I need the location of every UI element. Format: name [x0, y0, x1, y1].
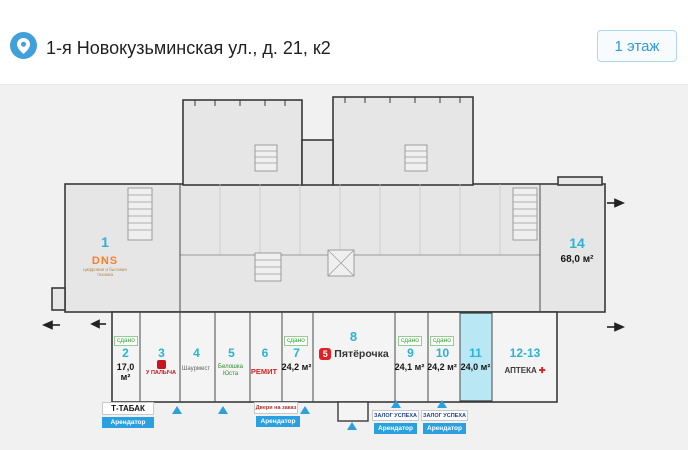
- unit-12-13-number[interactable]: 12-13: [509, 346, 541, 360]
- entrance-arrow-icon: [172, 406, 182, 414]
- zalog-uspeha-tenant-badge-2: Арендатор: [423, 423, 466, 434]
- shaurmest-logo: Шаурмест: [181, 366, 211, 372]
- apteka-logo: АПТЕКА ✚: [496, 366, 554, 375]
- unit-10-number[interactable]: 10: [435, 346, 450, 360]
- unit-14-area: 68,0 м²: [560, 254, 594, 265]
- unit-6-number[interactable]: 6: [261, 346, 269, 360]
- pyaterochka-logo: 5 Пятёрочка: [314, 348, 394, 360]
- entrance-arrow-icon: [218, 406, 228, 414]
- unit-5-tenant-logo: Белошка Юста: [218, 364, 243, 377]
- unit-10-area: 24,2 м²: [427, 362, 457, 372]
- unit-2-status-badge: сдано: [114, 336, 138, 346]
- unit-1-number[interactable]: 1: [101, 234, 109, 250]
- zalog-uspeha-tenant-badge-1: Арендатор: [374, 423, 417, 434]
- apteka-logo-icon: ✚: [538, 366, 546, 375]
- unit-2-area: 17,0 м²: [116, 362, 135, 382]
- dns-logo-text: DNS: [91, 255, 119, 267]
- unit-11-number[interactable]: 11: [469, 346, 482, 360]
- u-palycha-logo-icon: [156, 360, 166, 369]
- dveri-tenant-badge: Арендатор: [256, 416, 300, 427]
- u-palycha-logo: У ПАЛЫЧА: [146, 360, 176, 376]
- zalog-uspeha-tenant-box-1: ЗАЛОГ УСПЕХА: [372, 410, 419, 421]
- floor-plan-drawing: [42, 96, 625, 422]
- unit-3-number[interactable]: 3: [158, 346, 165, 360]
- entrance-arrow-icon: [437, 400, 447, 408]
- dns-logo-subtext: цифровая и бытовая техника: [83, 267, 127, 277]
- apteka-logo-text: АПТЕКА: [504, 366, 537, 375]
- pyaterochka-logo-text: Пятёрочка: [334, 348, 389, 360]
- header-bar: 1-я Новокузьминская ул., д. 21, к2 1 эта…: [0, 0, 688, 85]
- unit-7-area: 24,2 м²: [281, 362, 312, 372]
- location-pin-icon: [10, 32, 37, 59]
- unit-5-number[interactable]: 5: [228, 346, 235, 360]
- page-title: 1-я Новокузьминская ул., д. 21, к2: [46, 38, 331, 58]
- unit-11-area: 24,0 м²: [460, 362, 491, 372]
- entrance-arrow-icon: [300, 406, 310, 414]
- unit-10-status-badge: сдано: [430, 336, 454, 346]
- entrance-arrow-icon: [347, 422, 357, 430]
- unit-14-number[interactable]: 14: [569, 235, 585, 251]
- unit-7-status-badge: сдано: [284, 336, 308, 346]
- ttabak-tenant-box: Т-ТАБАК: [102, 402, 154, 415]
- floor-selector-button[interactable]: 1 этаж: [597, 30, 677, 62]
- dns-logo: DNS цифровая и бытовая техника: [76, 255, 134, 277]
- unit-7-number[interactable]: 7: [293, 346, 300, 360]
- unit-9-status-badge: сдано: [398, 336, 422, 346]
- unit-8-number[interactable]: 8: [349, 329, 358, 344]
- zalog-uspeha-tenant-box-2: ЗАЛОГ УСПЕХА: [421, 410, 468, 421]
- unit-11-highlight: [460, 312, 492, 402]
- dveri-tenant-box: Двери на заказ: [254, 402, 298, 414]
- unit-9-area: 24,1 м²: [394, 362, 425, 372]
- pyaterochka-logo-icon: 5: [319, 348, 332, 360]
- remit-logo: РЕМИТ: [250, 367, 278, 376]
- unit-9-number[interactable]: 9: [407, 346, 414, 360]
- u-palycha-logo-text: У ПАЛЫЧА: [146, 370, 177, 376]
- entrance-arrow-icon: [391, 400, 401, 408]
- unit-4-number[interactable]: 4: [193, 346, 200, 360]
- ttabak-tenant-badge: Арендатор: [102, 417, 154, 428]
- unit-2-number[interactable]: 2: [122, 346, 129, 360]
